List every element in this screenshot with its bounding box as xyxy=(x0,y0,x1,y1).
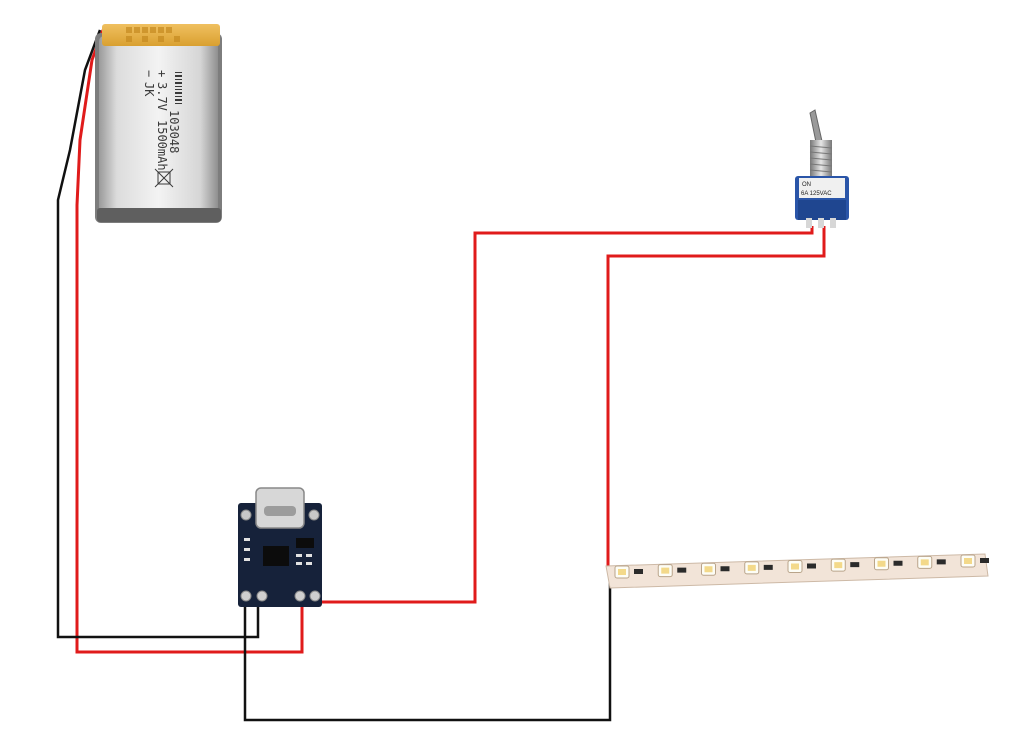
led-resistor xyxy=(980,558,989,563)
led-resistor xyxy=(807,563,816,569)
led-strip xyxy=(605,553,989,589)
switch-pin-3 xyxy=(830,218,836,228)
led-resistor xyxy=(850,562,860,568)
led-phosphor xyxy=(618,569,626,575)
led-phosphor xyxy=(791,563,799,570)
bin-disposal-icon xyxy=(154,168,174,188)
module-out-positive-wire xyxy=(318,226,814,604)
led-phosphor xyxy=(964,558,972,564)
pad-b-minus xyxy=(256,590,268,602)
module-chip xyxy=(263,546,289,566)
lipo-battery: − JK 103048 + 3.7V 1500mAh xyxy=(95,24,222,223)
led-phosphor xyxy=(834,562,843,569)
battery-tape-texture xyxy=(126,27,180,42)
battery-black-lead xyxy=(56,29,260,639)
led-resistor xyxy=(720,566,730,572)
battery-voltage: 3.7V xyxy=(155,82,169,111)
led-phosphor xyxy=(877,560,886,567)
battery-model: 103048 xyxy=(167,110,181,153)
mount-hole-tr xyxy=(308,509,320,521)
module-pads xyxy=(240,590,321,602)
battery-label: − JK 103048 + 3.7V 1500mAh xyxy=(142,70,182,188)
led-phosphor xyxy=(704,566,713,573)
pad-out-plus xyxy=(309,590,321,602)
switch-rating-label: 6A 125VAC xyxy=(801,191,832,197)
wires xyxy=(56,29,826,722)
switch-to-strip-wire xyxy=(606,226,826,570)
toggle-switch: ON 6A 125VAC xyxy=(795,109,849,228)
led-resistor xyxy=(677,567,687,573)
led-phosphor xyxy=(661,567,670,574)
mount-hole-tl xyxy=(240,509,252,521)
led-resistor xyxy=(763,564,773,570)
battery-brand: JK xyxy=(142,82,156,97)
battery-capacity: 1500mAh xyxy=(155,120,169,171)
led-resistor xyxy=(936,559,946,565)
led-resistor xyxy=(634,569,643,574)
module-out-negative-wire xyxy=(243,578,612,722)
battery-red-lead xyxy=(75,29,304,654)
switch-on-label: ON xyxy=(802,182,811,188)
led-phosphor xyxy=(920,559,929,566)
battery-barcode xyxy=(175,72,182,104)
pad-out-minus xyxy=(240,590,252,602)
switch-pin-2 xyxy=(818,218,824,228)
switch-pin-1 xyxy=(806,218,812,228)
module-smd-parts xyxy=(244,538,312,565)
battery-plus-sign: + xyxy=(155,70,169,77)
pad-b-plus xyxy=(294,590,306,602)
led-resistor xyxy=(893,560,903,566)
led-phosphor xyxy=(747,564,756,571)
battery-minus-sign: − xyxy=(142,70,156,77)
charger-module xyxy=(238,487,322,607)
led-strip-leds xyxy=(614,554,989,579)
